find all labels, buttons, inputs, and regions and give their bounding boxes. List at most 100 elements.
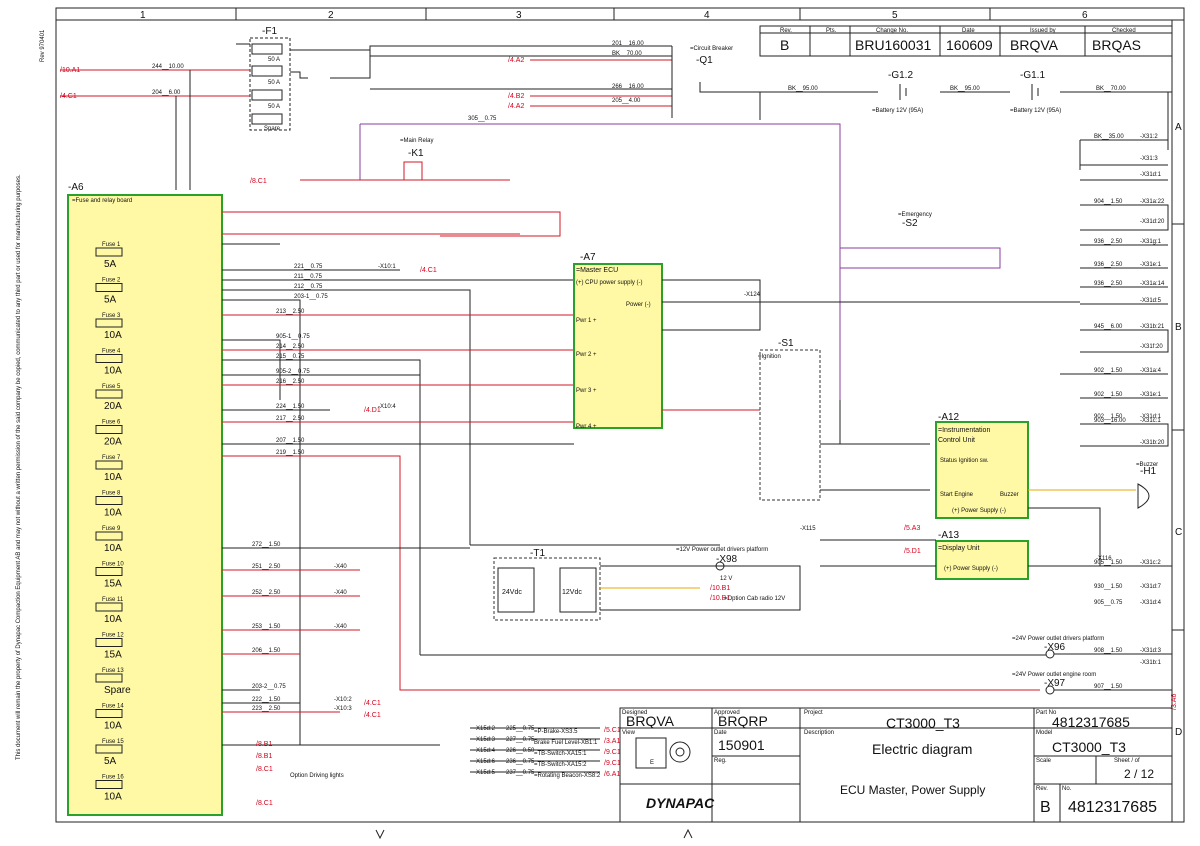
fuse-name: Fuse 12 [102, 633, 124, 639]
rev-header: Rev. [780, 28, 792, 34]
svg-text:Status Ignition sw.: Status Ignition sw. [940, 458, 989, 464]
svg-text:211__0.75: 211__0.75 [294, 274, 323, 280]
svg-text:BK__70.00: BK__70.00 [1096, 86, 1126, 92]
fuse-symbol [95, 283, 123, 292]
svg-text:-X15d:3: -X15d:3 [474, 737, 496, 743]
sheet-value: 2 / 12 [1124, 767, 1154, 781]
svg-text:212__0.75: 212__0.75 [294, 284, 323, 290]
fuse-symbol [95, 531, 123, 541]
svg-text:(+) CPU power supply (-): (+) CPU power supply (-) [576, 280, 643, 286]
fuse-symbol [95, 567, 123, 576]
wire-label: 222__1.50-X10:2 [252, 697, 352, 703]
svg-text:View: View [622, 730, 636, 736]
revision-table: Rev. Pts. Change No. Date Issued by Chec… [759, 25, 1173, 57]
svg-text:/3.A6: /3.A6 [1171, 694, 1178, 710]
side-notice: This document will remain the property o… [16, 174, 22, 760]
svg-text:=Circuit Breaker: =Circuit Breaker [690, 46, 733, 52]
wire-label: 221__0.75-X10:1 [294, 264, 396, 270]
ignition-s1: -S1 =Ignition [662, 338, 930, 501]
right-terminal: 905__0.75-X31d:4 [1094, 600, 1162, 606]
wire-label: 272__1.50 [252, 542, 281, 548]
svg-text:/8.B1: /8.B1 [256, 741, 272, 748]
svg-text:=Emergency: =Emergency [898, 212, 932, 218]
svg-text:-X40: -X40 [334, 624, 347, 630]
wire-label: 203-1__0.75 [294, 294, 328, 300]
svg-text:237__0.75: 237__0.75 [506, 770, 535, 776]
fuse-symbol [95, 354, 123, 363]
row-label-c: C [1175, 527, 1182, 538]
wire-labels-top: 201__16.00 BK__70.00 266__16.00 205__4.0… [152, 41, 1126, 122]
svg-text:905__0.75: 905__0.75 [1094, 600, 1123, 606]
svg-text:215__0.75: 215__0.75 [276, 354, 305, 360]
svg-text:205__4.00: 205__4.00 [612, 98, 641, 104]
svg-text:-S2: -S2 [902, 218, 918, 229]
svg-text:-A12: -A12 [938, 412, 960, 423]
svg-text:-X31e:1: -X31e:1 [1140, 262, 1162, 268]
svg-text:204__6.00: 204__6.00 [152, 90, 181, 96]
svg-text:207__1.50: 207__1.50 [276, 438, 305, 444]
row-label-a: A [1175, 122, 1182, 133]
svg-text:BK__70.00: BK__70.00 [612, 51, 642, 57]
rev-value: B [780, 37, 789, 53]
svg-text:/4.A2: /4.A2 [508, 103, 524, 110]
svg-text:=12V Power outlet drivers plat: =12V Power outlet drivers platform [676, 547, 768, 553]
svg-text:-X31b:20: -X31b:20 [1140, 440, 1165, 446]
svg-text:=Master ECU: =Master ECU [576, 267, 618, 274]
power-outlets: -X98 =12V Power outlet drivers platform … [420, 547, 1173, 695]
checked-value: BRQAS [1092, 37, 1141, 53]
svg-text:-X31:2: -X31:2 [1140, 134, 1158, 140]
date-value: 160609 [946, 37, 993, 53]
right-terminal: -X31b:1 [1140, 660, 1162, 666]
svg-text:=Ignition: =Ignition [758, 354, 781, 360]
right-terminal: 908__1.50-X31d:3 [1094, 648, 1162, 654]
date-value: 150901 [718, 737, 765, 753]
fuse-name: Fuse 4 [102, 349, 121, 355]
svg-text:50 A: 50 A [268, 57, 280, 63]
column-labels: 1 2 3 4 5 6 [140, 10, 1088, 21]
svg-text:=24V Power outlet engine room: =24V Power outlet engine room [1012, 672, 1096, 678]
change-value: BRU160031 [855, 37, 931, 53]
svg-text:902__1.50: 902__1.50 [1094, 368, 1123, 374]
right-terminal: 930__1.50-X31d:7 [1094, 584, 1162, 590]
svg-text:=Fuse and relay board: =Fuse and relay board [72, 198, 132, 204]
svg-text:Start Engine: Start Engine [940, 492, 974, 498]
svg-text:227__0.75: 227__0.75 [506, 737, 535, 743]
right-refs: /5.A3 /5.D1 /10.B1 /10.B1 /3.A6 [710, 525, 1178, 710]
fuse-rating: 15A [104, 579, 122, 590]
right-terminal: 902__1.50-X31a:4 [1094, 368, 1162, 374]
svg-text:Model: Model [1036, 730, 1052, 736]
svg-text:226__0.50: 226__0.50 [506, 748, 535, 754]
fuse-symbol [95, 425, 123, 434]
svg-text:-X31d:1: -X31d:1 [1140, 172, 1162, 178]
wire-label: 253__1.50-X40 [252, 624, 347, 630]
right-terminal-list: BK__35.00-X31:2-X31:3-X31d:1904__1.50-X3… [1094, 134, 1165, 690]
svg-text:/4.B2: /4.B2 [508, 93, 524, 100]
column-label-6: 6 [1082, 10, 1088, 21]
svg-text:272__1.50: 272__1.50 [252, 542, 281, 548]
svg-text:223__2.50: 223__2.50 [252, 706, 281, 712]
svg-text:/5.A3: /5.A3 [904, 525, 920, 532]
description-line-2: ECU Master, Power Supply [840, 783, 985, 797]
svg-text:Pwr 2 +: Pwr 2 + [576, 352, 597, 358]
bottom-markers [375, 828, 693, 840]
svg-text:/4.C1: /4.C1 [364, 700, 381, 707]
wire-label: 905-2__0.75 [276, 369, 310, 375]
change-header: Change No. [876, 28, 908, 34]
svg-text:221__0.75: 221__0.75 [294, 264, 323, 270]
svg-text:902__1.50: 902__1.50 [1094, 414, 1123, 420]
breaker-q1: -Q1 =Circuit Breaker [690, 46, 733, 66]
svg-text:Date: Date [714, 730, 727, 736]
fuse-rating: 10A [104, 366, 122, 377]
svg-text:-X31d:1: -X31d:1 [1140, 414, 1162, 420]
svg-text:225__0.75: 225__0.75 [506, 726, 535, 732]
relay-k1: -K1 =Main Relay [300, 123, 841, 420]
svg-text:252__2.50: 252__2.50 [252, 590, 281, 596]
battery-g11: -G1.1 =Battery 12V (95A) [1010, 70, 1061, 114]
svg-text:217__2.50: 217__2.50 [276, 416, 305, 422]
designed-value: BRQVA [626, 713, 675, 729]
